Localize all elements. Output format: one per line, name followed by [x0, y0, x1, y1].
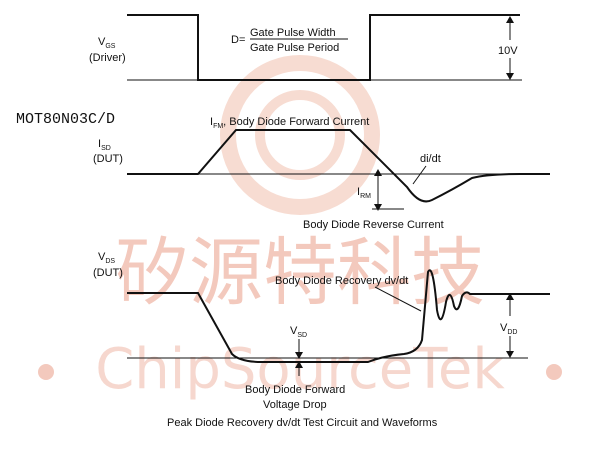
duty-prefix: D=	[231, 34, 245, 46]
recovery-label: Body Diode Recovery dv/dt	[275, 275, 408, 287]
vds-waveform	[127, 269, 550, 363]
forward-drop-line2: Voltage Drop	[263, 399, 327, 411]
figure-caption: Peak Diode Recovery dv/dt Test Circuit a…	[167, 417, 438, 429]
irm-label: IRM	[357, 186, 371, 200]
watermark-chinese: 矽源特科技	[115, 230, 485, 316]
didt-pointer	[412, 165, 427, 185]
isd-waveform	[127, 129, 550, 203]
irm-dimension-arrow	[372, 169, 404, 211]
v10-label: 10V	[498, 45, 518, 57]
reverse-current-label: Body Diode Reverse Current	[303, 219, 444, 231]
watermark-ring	[220, 55, 380, 215]
forward-drop-line1: Body Diode Forward	[245, 384, 345, 396]
recovery-pointer	[374, 286, 422, 312]
watermark-dot-left	[38, 364, 54, 380]
vgs-sublabel: (Driver)	[89, 52, 126, 64]
ifm-label: IFM, Body Diode Forward Current	[210, 116, 369, 130]
vsd-dimension-arrow	[295, 339, 303, 376]
watermark-dot-right	[546, 364, 562, 380]
vdd-label: VDD	[500, 322, 517, 336]
isd-sublabel: (DUT)	[93, 153, 123, 165]
watermark-logo	[220, 55, 380, 215]
watermark-inner-ring	[255, 90, 345, 180]
part-number: MOT80N03C/D	[16, 111, 115, 128]
didt-label: di/dt	[420, 153, 441, 165]
vsd-label: VSD	[290, 325, 307, 339]
vds-sublabel: (DUT)	[93, 267, 123, 279]
duty-denominator: Gate Pulse Period	[250, 42, 339, 54]
vgs-label: VGS	[98, 36, 116, 50]
v10-dimension-arrow	[506, 16, 514, 80]
isd-label: ISD	[98, 138, 111, 152]
watermark-latin: ChipSourceTek	[95, 337, 505, 402]
duty-numerator: Gate Pulse Width	[250, 27, 336, 39]
vdd-dimension-arrow	[506, 293, 514, 358]
vds-label: VDS	[98, 251, 115, 265]
